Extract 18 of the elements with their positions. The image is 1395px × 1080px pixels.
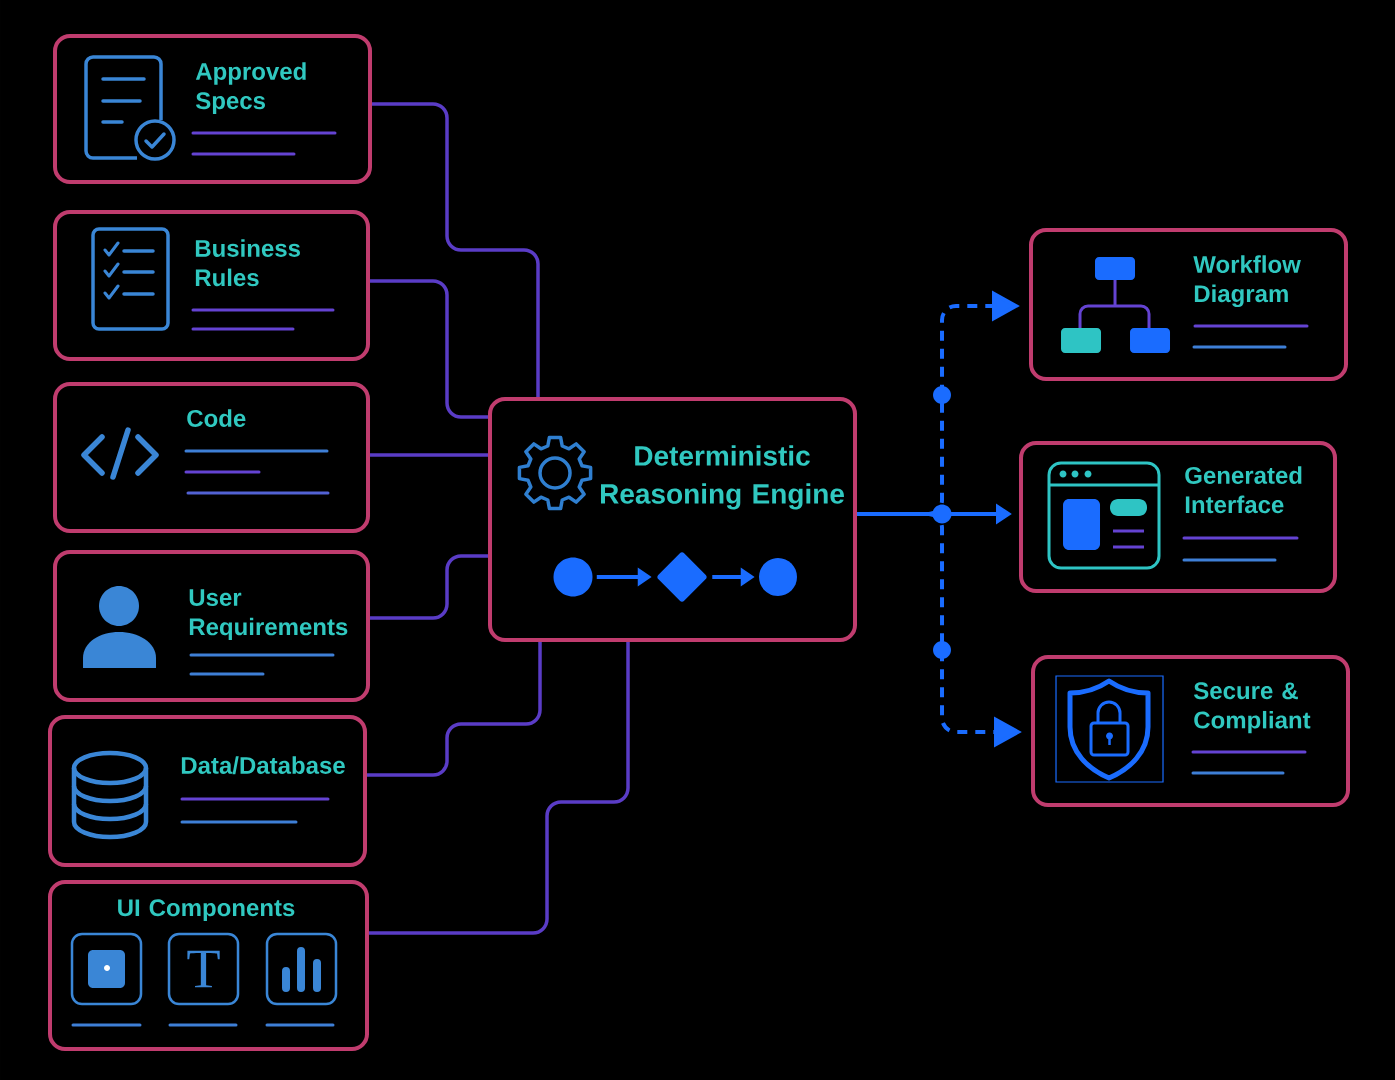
connector-line bbox=[372, 102, 540, 397]
connector-line bbox=[370, 554, 488, 620]
engine-box: Deterministic Reasoning Engine bbox=[488, 397, 857, 642]
output-box: Secure & Compliant bbox=[1031, 655, 1350, 807]
output-box: Workflow Diagram bbox=[1029, 228, 1348, 381]
input-box: Approved Specs bbox=[53, 34, 372, 184]
input-box: Business Rules bbox=[53, 210, 370, 361]
connector-line bbox=[370, 453, 488, 457]
connector-line bbox=[370, 279, 488, 419]
input-box: Code bbox=[53, 382, 370, 533]
flow-circle bbox=[553, 557, 593, 597]
connector-line bbox=[369, 642, 630, 935]
input-box: User Requirements bbox=[53, 550, 370, 702]
flow-diamond bbox=[657, 552, 707, 602]
input-box: Data/Database bbox=[48, 715, 367, 867]
flow-circle bbox=[759, 558, 797, 596]
output-box: Generated Interface bbox=[1019, 441, 1337, 593]
connector-line bbox=[367, 642, 542, 777]
